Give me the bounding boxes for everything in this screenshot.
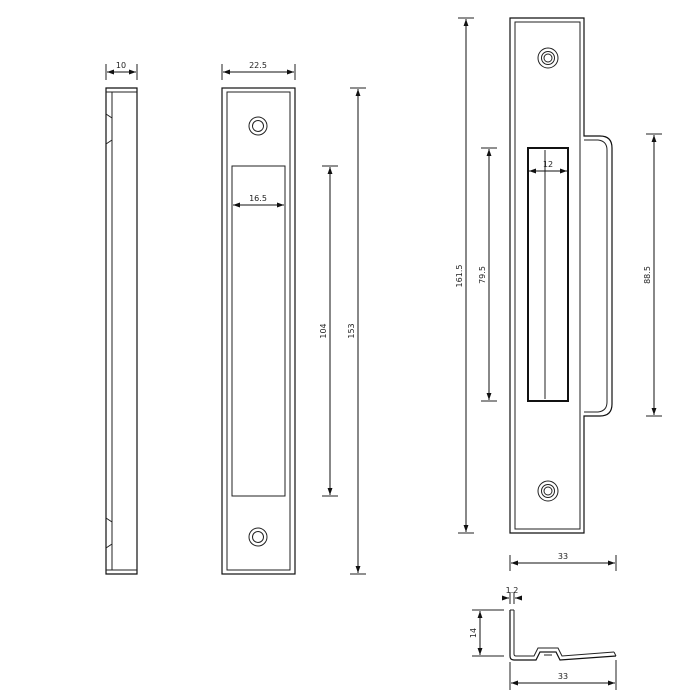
- front-slot-width-label: 16.5: [249, 194, 267, 203]
- profile-height-dimension: 14: [469, 609, 504, 657]
- front-total-height-dimension: 153: [347, 87, 366, 575]
- front-screw-hole-top: [248, 116, 268, 136]
- front-view: 22.5 16.5 104 153: [221, 61, 366, 575]
- lipped-total-height-dimension: 161.5: [455, 17, 474, 534]
- side-view-outline: [105, 87, 138, 575]
- front-slot-width-dimension: 16.5: [233, 194, 284, 208]
- front-total-height-label: 153: [347, 323, 356, 338]
- side-width-dimension: 10: [105, 61, 138, 80]
- front-width-dimension: 22.5: [221, 61, 296, 80]
- side-width-label: 10: [116, 61, 126, 70]
- front-strike-slot: [231, 165, 286, 497]
- lipped-lip-height-dimension: 88.5: [643, 133, 662, 417]
- front-plate-outline: [221, 87, 296, 575]
- lipped-screw-hole-top: [537, 47, 559, 69]
- lipped-slot-height-label: 79.5: [478, 266, 487, 284]
- side-view: 10: [105, 61, 138, 575]
- front-slot-height-label: 104: [319, 323, 328, 338]
- lipped-width-label: 33: [558, 552, 568, 561]
- lipped-width-dimension: 33: [509, 552, 617, 571]
- lipped-total-height-label: 161.5: [455, 265, 464, 288]
- lipped-slot-width-label: 12: [543, 160, 553, 169]
- profile-outline: [509, 609, 617, 661]
- lipped-lip-height-label: 88.5: [643, 266, 652, 284]
- lipped-plate-outline: [509, 17, 613, 534]
- lipped-slot-width-dimension: 12: [529, 160, 567, 174]
- front-screw-hole-bottom: [248, 527, 268, 547]
- front-slot-height-dimension: 104: [319, 165, 338, 497]
- profile-thickness-label: 1.2: [506, 586, 519, 595]
- profile-thickness-dimension: 1.2: [502, 586, 522, 604]
- profile-height-label: 14: [469, 628, 478, 638]
- lipped-strike-slot: [527, 147, 569, 402]
- lipped-screw-hole-bottom: [537, 480, 559, 502]
- profile-width-dimension: 33: [509, 660, 617, 690]
- profile-view: 1.2 14 33: [469, 586, 617, 690]
- lipped-view: 161.5 79.5 12 88.5 33: [455, 17, 662, 571]
- front-width-label: 22.5: [249, 61, 267, 70]
- profile-width-label: 33: [558, 672, 568, 681]
- lipped-slot-height-dimension: 79.5: [478, 147, 497, 402]
